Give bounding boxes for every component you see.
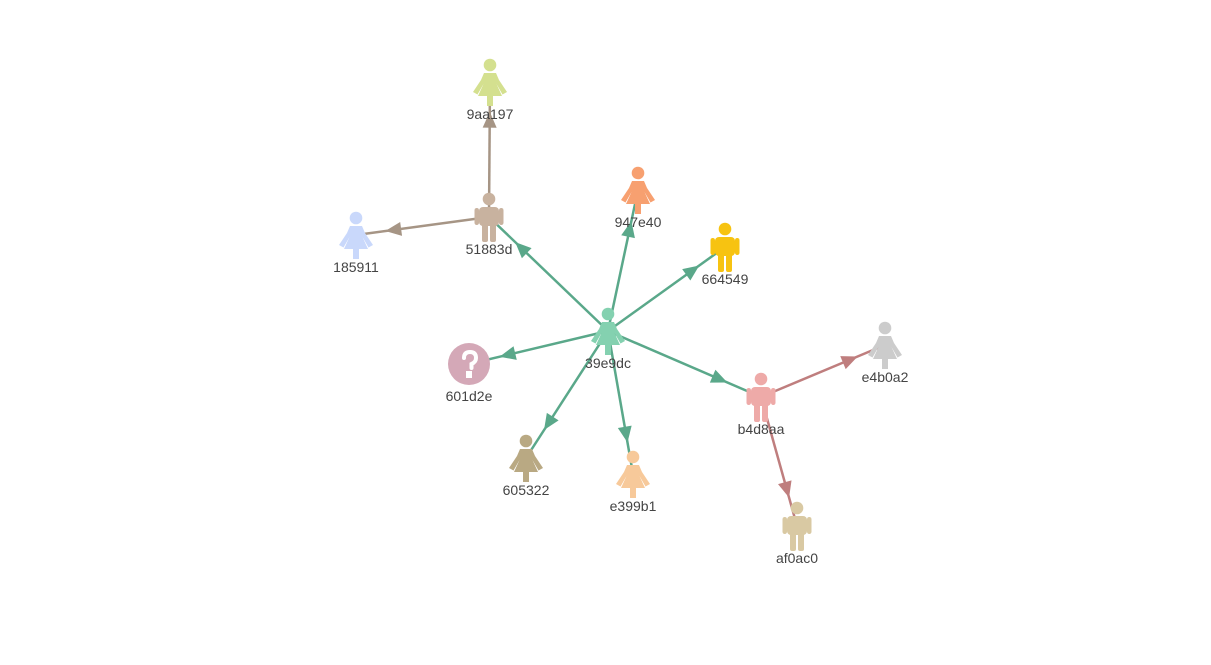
female-person-icon	[621, 166, 655, 214]
male-person-icon	[746, 372, 776, 422]
node-label: 51883d	[466, 241, 513, 257]
node-label: af0ac0	[776, 550, 818, 566]
edge-arrow	[621, 221, 635, 239]
node-e4b0a2[interactable]: e4b0a2	[862, 321, 909, 385]
node-605322[interactable]: 605322	[503, 434, 550, 498]
node-e399b1[interactable]: e399b1	[610, 450, 657, 514]
node-label: 185911	[333, 259, 379, 275]
node-9aa197[interactable]: 9aa197	[467, 58, 514, 122]
edge-arrow	[709, 369, 728, 383]
node-label: 39e9dc	[585, 355, 631, 371]
edge-39e9dc-947e40	[606, 189, 640, 332]
edge-39e9dc-605322	[524, 330, 610, 459]
edge-arrow	[544, 412, 559, 431]
edge-arrow	[385, 221, 403, 236]
male-person-icon	[474, 192, 504, 242]
node-601d2e[interactable]: 601d2e	[446, 343, 493, 404]
node-label: 9aa197	[467, 106, 514, 122]
node-label: 664549	[702, 271, 749, 287]
edge-39e9dc-e399b1	[606, 330, 635, 475]
edge-arrow	[482, 111, 497, 128]
edge-39e9dc-b4d8aa	[607, 329, 762, 399]
node-664549[interactable]: 664549	[702, 222, 749, 287]
edge-b4d8aa-e4b0a2	[760, 343, 886, 399]
female-person-icon	[509, 434, 543, 482]
edge-39e9dc-601d2e	[468, 329, 609, 366]
female-person-icon	[473, 58, 507, 106]
edge-arrow	[840, 356, 858, 370]
node-label: 947e40	[615, 214, 662, 230]
node-label: b4d8aa	[738, 421, 785, 437]
node-b4d8aa[interactable]: b4d8aa	[738, 372, 785, 437]
edge-arrow	[617, 425, 632, 443]
node-label: 601d2e	[446, 388, 493, 404]
edge-arrow	[515, 242, 532, 259]
unknown-person-icon	[448, 343, 490, 385]
female-person-icon	[339, 211, 373, 259]
male-person-icon	[782, 501, 812, 551]
edge-39e9dc-51883d	[488, 216, 609, 332]
node-label: 605322	[503, 482, 550, 498]
edge-arrow	[682, 265, 700, 281]
female-person-icon	[616, 450, 650, 498]
edge-39e9dc-664549	[607, 245, 726, 333]
node-label: e399b1	[610, 498, 657, 514]
male-person-icon	[710, 222, 740, 272]
node-label: e4b0a2	[862, 369, 909, 385]
edge-arrow	[778, 480, 792, 498]
node-layer: 39e9dc 51883d 9aa197 185911 947e40 664549 601d…	[333, 58, 909, 566]
female-person-icon	[868, 321, 902, 369]
edge-arrow	[499, 346, 517, 360]
node-51883d[interactable]: 51883d	[466, 192, 513, 257]
edge-layer	[355, 81, 886, 527]
female-person-icon	[591, 307, 625, 355]
node-af0ac0[interactable]: af0ac0	[776, 501, 818, 566]
edge-51883d-185911	[355, 215, 490, 237]
node-947e40[interactable]: 947e40	[615, 166, 662, 230]
node-39e9dc[interactable]: 39e9dc	[585, 307, 631, 371]
node-185911[interactable]: 185911	[333, 211, 379, 275]
